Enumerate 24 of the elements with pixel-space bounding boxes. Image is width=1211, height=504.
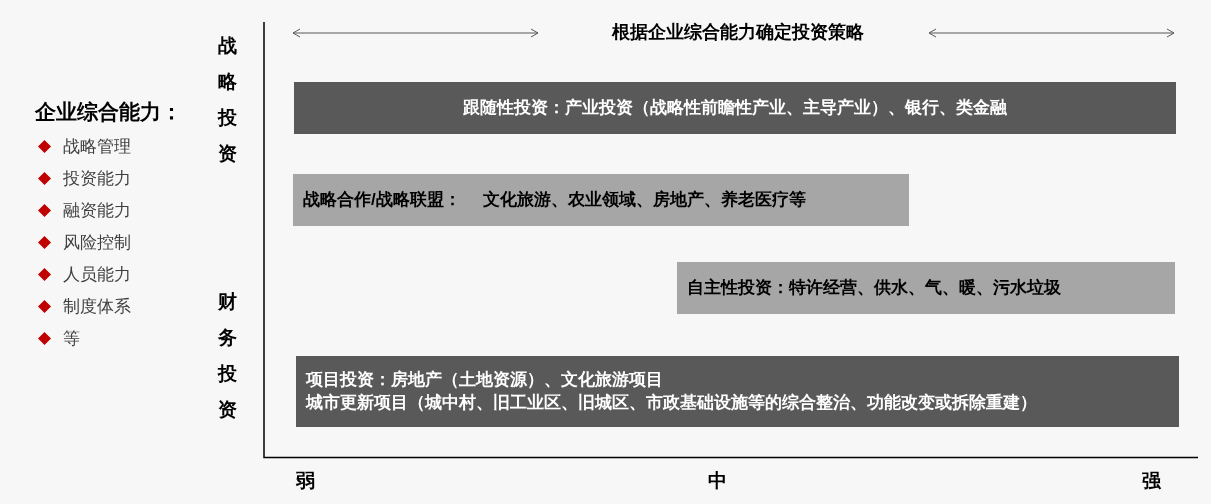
bar-text: 跟随性投资：产业投资（战略性前瞻性产业、主导产业）、银行、类金融 (463, 96, 1007, 119)
list-item: 等 (63, 328, 80, 350)
list-item: 投资能力 (63, 168, 131, 190)
bar-text: 项目投资：房地产（土地资源）、文化旅游项目 (306, 368, 663, 391)
bar-text: 自主性投资：特许经营、供水、气、暖、污水垃圾 (687, 276, 1061, 299)
strategy-bar (296, 356, 1179, 427)
strategy-bar (293, 174, 909, 226)
list-item: 融资能力 (63, 200, 131, 222)
vertical-axis-label: 战略投资 (218, 34, 237, 167)
axis-tick-label: 中 (708, 469, 727, 493)
strategy-bar (294, 82, 1176, 134)
strategy-bar (677, 262, 1175, 314)
list-item: 制度体系 (63, 296, 131, 318)
axis-tick-label: 强 (1142, 469, 1161, 493)
bar-text: 文化旅游、农业领域、房地产、养老医疗等 (482, 189, 806, 212)
vertical-axis-label: 财务投资 (218, 290, 237, 423)
axis-tick-label: 弱 (296, 469, 315, 493)
title: 根据企业综合能力确定投资策略 (610, 21, 865, 44)
list-heading: 企业综合能力： (35, 99, 182, 125)
bar-text: 城市更新项目（城中村、旧工业区、旧城区、市政基础设施等的综合整治、功能改变或拆除重建） (306, 391, 1037, 414)
list-item: 人员能力 (63, 264, 131, 286)
bar-text: 战略合作/战略联盟： (303, 189, 461, 212)
list-item: 风险控制 (63, 232, 131, 254)
list-item: 战略管理 (63, 136, 131, 158)
